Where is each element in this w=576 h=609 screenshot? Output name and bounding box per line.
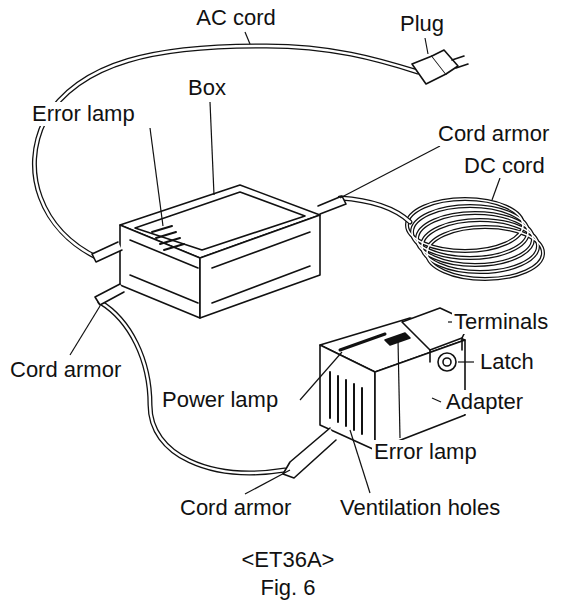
part-label: Box [186,76,228,100]
part-label: Power lamp [160,388,280,412]
part-label: Error lamp [372,440,479,464]
part-label: Terminals [452,310,550,334]
part-label: DC cord [462,154,547,178]
part-label: Error lamp [30,102,137,126]
part-label: Cord armor [178,496,293,520]
part-label: Latch [478,350,536,374]
part-label: Adapter [444,390,525,414]
part-label: Cord armor [8,358,123,382]
part-label: Plug [398,12,446,36]
part-label: Cord armor [436,122,551,146]
part-label: <ET36A> [240,548,337,572]
figure-caption: Fig. 6 [260,576,315,600]
part-label: Ventilation holes [338,496,502,520]
part-label: AC cord [194,6,277,30]
